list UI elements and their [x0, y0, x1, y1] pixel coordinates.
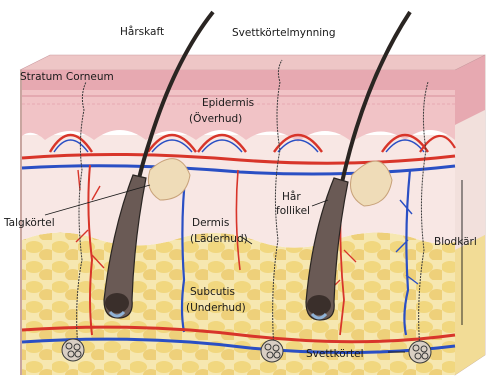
- label-laderhud: (Läderhud): [190, 233, 248, 245]
- label-dermis: Dermis: [192, 217, 229, 229]
- sweat-gland-right: [409, 341, 431, 363]
- label-follikel: follikel: [276, 205, 310, 217]
- label-svettkortel: Svettkörtel: [306, 348, 364, 360]
- label-epidermis: Epidermis: [202, 97, 254, 109]
- label-subcutis: Subcutis: [190, 286, 235, 298]
- label-stratum-corneum: Stratum Corneum: [20, 71, 114, 83]
- sweat-gland-middle: [261, 340, 283, 362]
- label-har: Hår: [282, 190, 301, 203]
- label-svettkortelmynning: Svettkörtelmynning: [232, 27, 336, 39]
- label-harskaft: Hårskaft: [120, 25, 164, 38]
- sweat-gland-left: [62, 339, 84, 361]
- label-overhud: (Överhud): [189, 112, 242, 125]
- label-blodkarl: Blodkärl: [434, 236, 477, 248]
- label-talgkortel: Talgkörtel: [3, 217, 55, 229]
- label-underhud: (Underhud): [186, 302, 246, 314]
